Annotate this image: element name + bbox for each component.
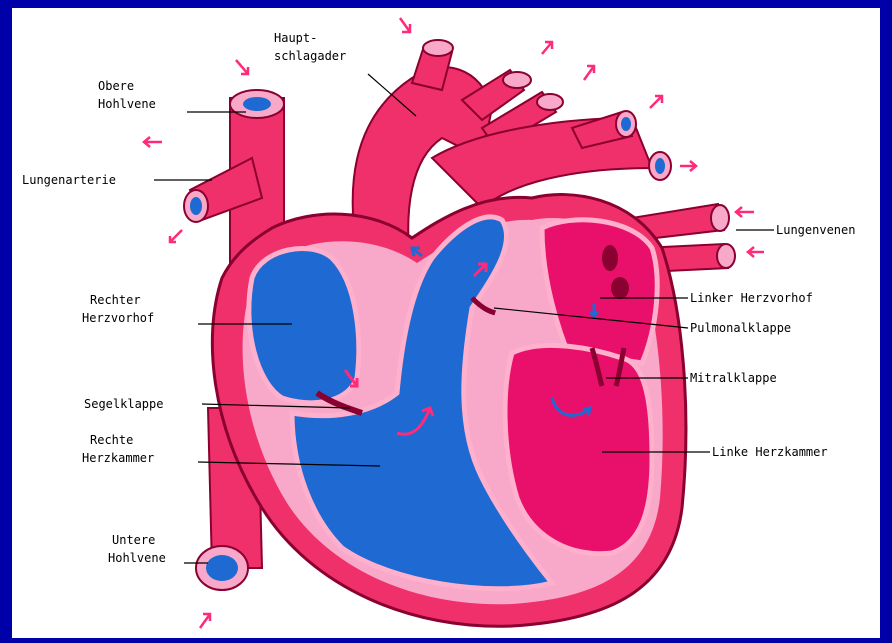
label-hauptschlagader-1: Haupt-	[274, 31, 317, 45]
label-linker-herzvorhof: Linker Herzvorhof	[690, 291, 813, 305]
label-rechte-herzkammer-2: Herzkammer	[82, 451, 154, 465]
label-obere-hohlvene-2: Hohlvene	[98, 97, 156, 111]
label-linke-herzkammer: Linke Herzkammer	[712, 445, 828, 459]
label-pulmonalklappe: Pulmonalklappe	[690, 321, 791, 335]
label-obere-hohlvene-1: Obere	[98, 79, 134, 93]
label-lungenvenen: Lungenvenen	[776, 223, 855, 237]
label-segelklappe: Segelklappe	[84, 397, 163, 411]
label-lungenarterie: Lungenarterie	[22, 173, 116, 187]
label-mitralklappe: Mitralklappe	[690, 371, 777, 385]
label-rechter-herzvorhof-1: Rechter	[90, 293, 141, 307]
label-rechte-herzkammer-1: Rechte	[90, 433, 133, 447]
label-hauptschlagader-2: schlagader	[274, 49, 346, 63]
diagram-frame: Obere Hohlvene Lungenarterie Haupt- schl…	[12, 8, 880, 638]
label-untere-hohlvene-2: Hohlvene	[108, 551, 166, 565]
heart-diagram: Obere Hohlvene Lungenarterie Haupt- schl…	[12, 8, 880, 638]
label-untere-hohlvene-1: Untere	[112, 533, 155, 547]
right-atrium	[249, 248, 359, 402]
label-rechter-herzvorhof-2: Herzvorhof	[82, 311, 154, 325]
